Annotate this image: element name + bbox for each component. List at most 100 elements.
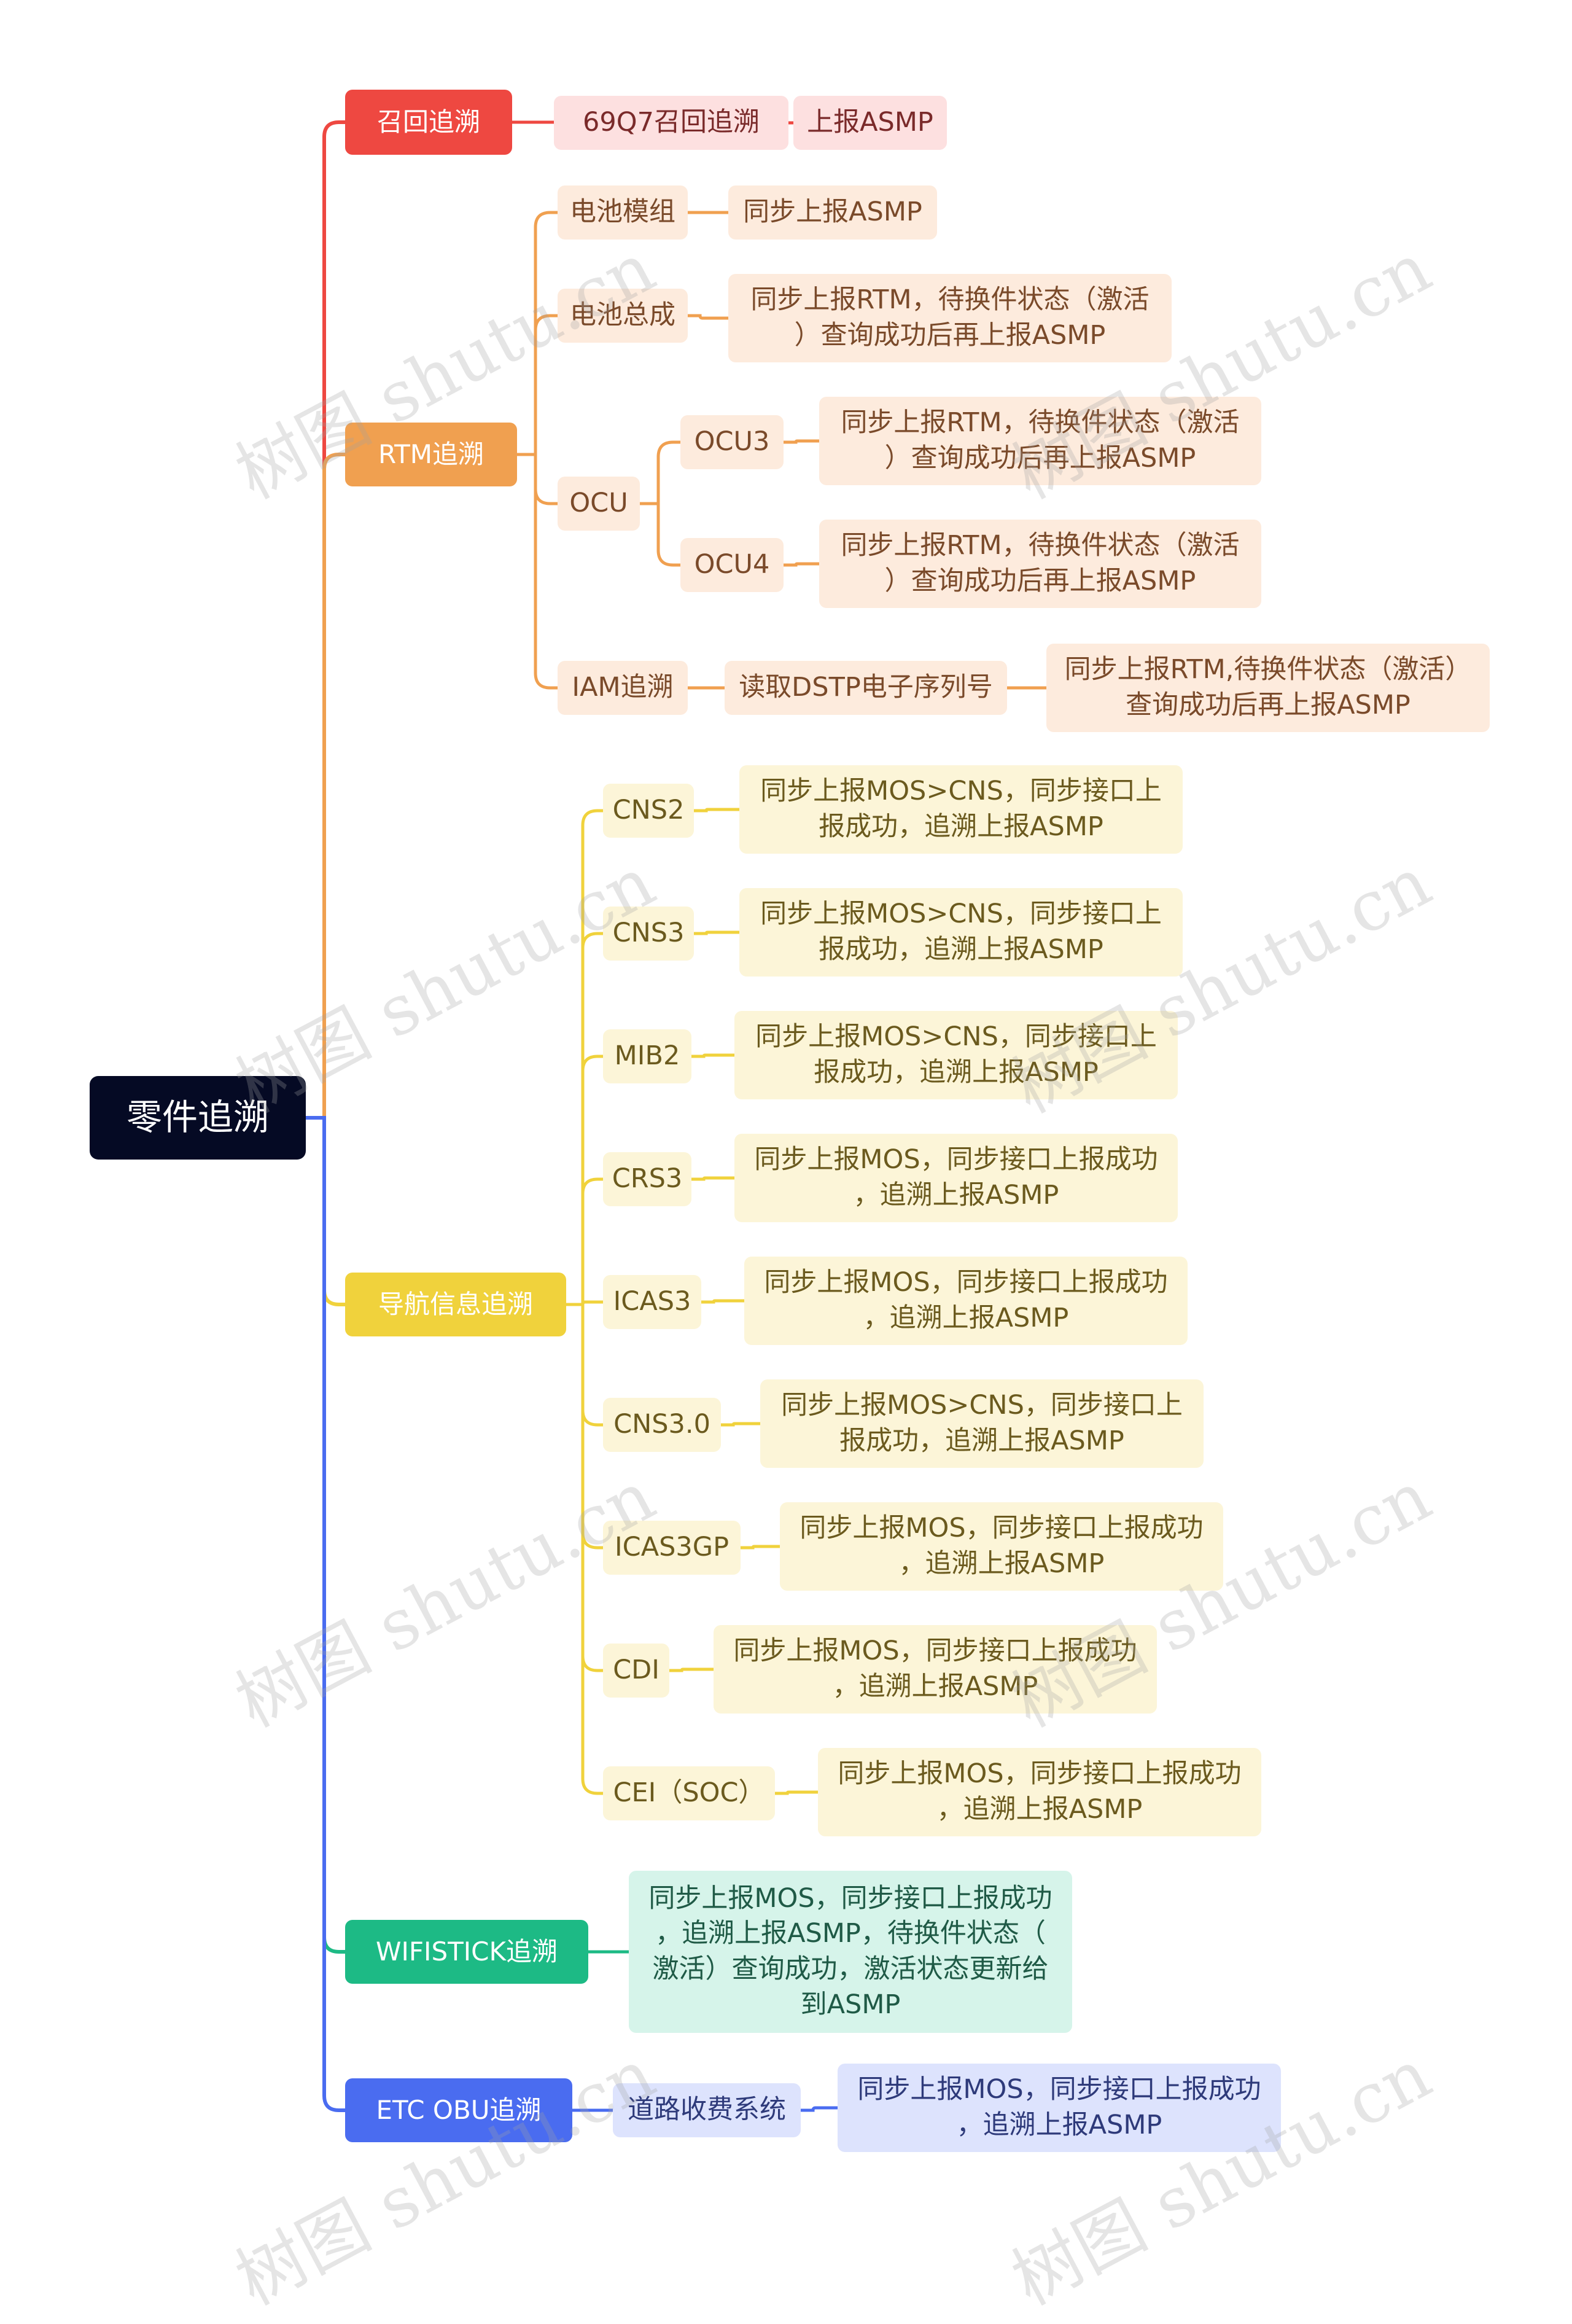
topic-yellow[interactable]: MIB2 — [603, 1029, 691, 1083]
branch-yellow-label: 导航信息追溯 — [378, 1289, 533, 1319]
connector-line — [690, 1176, 736, 1181]
branch-red[interactable]: 召回追溯 — [345, 90, 512, 155]
connector-line — [304, 1116, 347, 2112]
topic-yellow[interactable]: CEI（SOC） — [603, 1766, 775, 1820]
topic-yellow-label: ICAS3GP — [614, 1532, 730, 1563]
topic-yellow-label: CEI（SOC） — [613, 1777, 765, 1809]
connector-line — [638, 440, 682, 505]
connector-line — [304, 453, 347, 1120]
subtopic-blue[interactable]: 同步上报MOS，同步接口上报成功 ，追溯上报ASMP — [838, 2064, 1281, 2152]
topic-orange-label: 电池模组 — [570, 197, 675, 228]
root-node[interactable]: 零件追溯 — [90, 1076, 306, 1160]
topic-yellow[interactable]: CRS3 — [603, 1152, 691, 1206]
root-node-label: 零件追溯 — [126, 1096, 269, 1139]
topic-yellow-label: CNS3 — [612, 918, 685, 949]
topic-blue-label: 道路收费系统 — [628, 2094, 786, 2126]
subtopic-yellow-label: 同步上报MOS>CNS，同步接口上 报成功，追溯上报ASMP — [760, 776, 1162, 842]
subtopic-yellow[interactable]: 同步上报MOS，同步接口上报成功 ，追溯上报ASMP — [734, 1134, 1178, 1222]
subtopic-orange[interactable]: 同步上报RTM，待换件状态（激活 ）查询成功后再上报ASMP — [728, 274, 1172, 362]
subtopic-yellow[interactable]: 同步上报MOS，同步接口上报成功 ，追溯上报ASMP — [818, 1748, 1261, 1836]
topic-orange[interactable]: IAM追溯 — [558, 661, 688, 715]
subtopic-orange-label: 同步上报RTM，待换件状态（激活 ）查询成功后再上报ASMP — [841, 407, 1240, 474]
subtopic-yellow-label: 同步上报MOS，同步接口上报成功 ，追溯上报ASMP — [800, 1513, 1204, 1579]
connector-line — [564, 1055, 605, 1306]
topic-yellow-label: CRS3 — [612, 1163, 683, 1195]
connector-line — [690, 1053, 736, 1058]
subtopic-red[interactable]: 上报ASMP — [793, 96, 947, 150]
branch-blue[interactable]: ETC OBU追溯 — [345, 2078, 572, 2142]
topic-green[interactable]: 同步上报MOS，同步接口上报成功 ，追溯上报ASMP，待换件状态（ 激活）查询成… — [629, 1871, 1072, 2033]
branch-green[interactable]: WIFISTICK追溯 — [345, 1920, 588, 1984]
subtopic-orange[interactable]: 同步上报RTM，待换件状态（激活 ）查询成功后再上报ASMP — [819, 397, 1261, 485]
connector-line — [638, 502, 682, 567]
branch-yellow[interactable]: 导航信息追溯 — [345, 1273, 566, 1336]
topic-orange[interactable]: OCU — [558, 477, 640, 531]
branch-orange[interactable]: RTM追溯 — [345, 423, 517, 486]
subtopic-orange-label: 读取DSTP电子序列号 — [739, 672, 993, 703]
topic-yellow[interactable]: ICAS3 — [603, 1275, 701, 1329]
subtopic-yellow-label: 同步上报MOS，同步接口上报成功 ，追溯上报ASMP — [754, 1144, 1158, 1211]
branch-blue-label: ETC OBU追溯 — [376, 2094, 542, 2125]
topic-yellow[interactable]: ICAS3GP — [603, 1521, 741, 1575]
connector-line — [739, 1545, 782, 1550]
connector-line — [719, 1422, 762, 1427]
subtopic-orange-label: 同步上报RTM，待换件状态（激活 ）查询成功后再上报ASMP — [750, 284, 1150, 351]
subtopic-yellow[interactable]: 同步上报MOS>CNS，同步接口上 报成功，追溯上报ASMP — [739, 765, 1183, 854]
topic-yellow[interactable]: CDI — [603, 1644, 669, 1698]
connector-line — [515, 453, 559, 690]
topic-yellow-label: CDI — [613, 1655, 660, 1686]
subtopic-orange[interactable]: 同步上报ASMP — [728, 185, 937, 240]
connector-line — [782, 562, 821, 567]
connector-line — [564, 1303, 605, 1795]
subtopic-yellow[interactable]: 同步上报MOS，同步接口上报成功 ，追溯上报ASMP — [744, 1257, 1188, 1345]
topic-yellow-label: CNS2 — [612, 795, 685, 826]
topic-orange-label: OCU — [569, 488, 628, 519]
mind-map-canvas: 零件追溯 召回追溯 69Q7召回追溯 上报ASMP RTM追溯 电池模组 同步上报ASMP 电… — [90, 90, 1490, 2321]
topic-orange[interactable]: 电池模组 — [558, 185, 688, 240]
connector-line — [515, 453, 559, 505]
branch-red-label: 召回追溯 — [376, 106, 480, 137]
subtopic-orange[interactable]: 同步上报RTM,待换件状态（激活） 查询成功后再上报ASMP — [1046, 644, 1490, 732]
subtopic-orange-label: OCU4 — [694, 549, 770, 580]
subtopic-red-label: 上报ASMP — [807, 107, 933, 138]
subtopic-yellow[interactable]: 同步上报MOS，同步接口上报成功 ，追溯上报ASMP — [714, 1625, 1157, 1714]
branch-orange-label: RTM追溯 — [378, 439, 484, 469]
topic-yellow-label: MIB2 — [614, 1040, 680, 1072]
topic-orange-label: 电池总成 — [570, 300, 675, 331]
topic-blue[interactable]: 道路收费系统 — [613, 2083, 801, 2137]
subtopic-orange-label: OCU3 — [694, 426, 770, 458]
subtopic-orange-label: 同步上报RTM,待换件状态（激活） 查询成功后再上报ASMP — [1064, 654, 1472, 720]
subtopic-orange[interactable]: 同步上报RTM，待换件状态（激活 ）查询成功后再上报ASMP — [819, 520, 1261, 608]
subtopic-orange[interactable]: OCU4 — [680, 538, 784, 592]
subtopic-yellow[interactable]: 同步上报MOS>CNS，同步接口上 报成功，追溯上报ASMP — [760, 1379, 1204, 1468]
connector-line — [773, 1790, 820, 1795]
connector-line — [699, 1299, 746, 1304]
subtopic-yellow-label: 同步上报MOS，同步接口上报成功 ，追溯上报ASMP — [764, 1267, 1168, 1333]
topic-red-label: 69Q7召回追溯 — [583, 107, 760, 138]
topic-orange[interactable]: 电池总成 — [558, 289, 688, 343]
connector-line — [782, 439, 821, 444]
topic-orange-label: IAM追溯 — [572, 672, 674, 703]
subtopic-yellow-label: 同步上报MOS>CNS，同步接口上 报成功，追溯上报ASMP — [781, 1390, 1183, 1456]
topic-yellow[interactable]: CNS3 — [603, 907, 694, 961]
connector-line — [686, 314, 730, 320]
subtopic-orange[interactable]: 读取DSTP电子序列号 — [725, 661, 1007, 715]
topic-yellow[interactable]: CNS2 — [603, 784, 694, 838]
topic-red[interactable]: 69Q7召回追溯 — [554, 96, 788, 150]
subtopic-blue-label: 同步上报MOS，同步接口上报成功 ，追溯上报ASMP — [857, 2074, 1261, 2140]
subtopic-yellow-label: 同步上报MOS，同步接口上报成功 ，追溯上报ASMP — [838, 1758, 1242, 1825]
subtopic-yellow[interactable]: 同步上报MOS>CNS，同步接口上 报成功，追溯上报ASMP — [739, 888, 1183, 977]
connector-line — [799, 2106, 839, 2112]
branch-green-label: WIFISTICK追溯 — [375, 1936, 558, 1967]
subtopic-yellow[interactable]: 同步上报MOS>CNS，同步接口上 报成功，追溯上报ASMP — [734, 1011, 1178, 1099]
subtopic-yellow-label: 同步上报MOS，同步接口上报成功 ，追溯上报ASMP — [733, 1636, 1137, 1702]
connector-line — [564, 932, 605, 1306]
connector-line — [692, 808, 741, 813]
connector-line — [564, 1303, 605, 1427]
subtopic-yellow-label: 同步上报MOS>CNS，同步接口上 报成功，追溯上报ASMP — [755, 1021, 1157, 1088]
topic-yellow[interactable]: CNS3.0 — [603, 1398, 721, 1452]
connector-line — [667, 1667, 715, 1672]
subtopic-yellow[interactable]: 同步上报MOS，同步接口上报成功 ，追溯上报ASMP — [780, 1502, 1223, 1591]
connector-line — [564, 1177, 605, 1306]
subtopic-orange[interactable]: OCU3 — [680, 415, 784, 469]
